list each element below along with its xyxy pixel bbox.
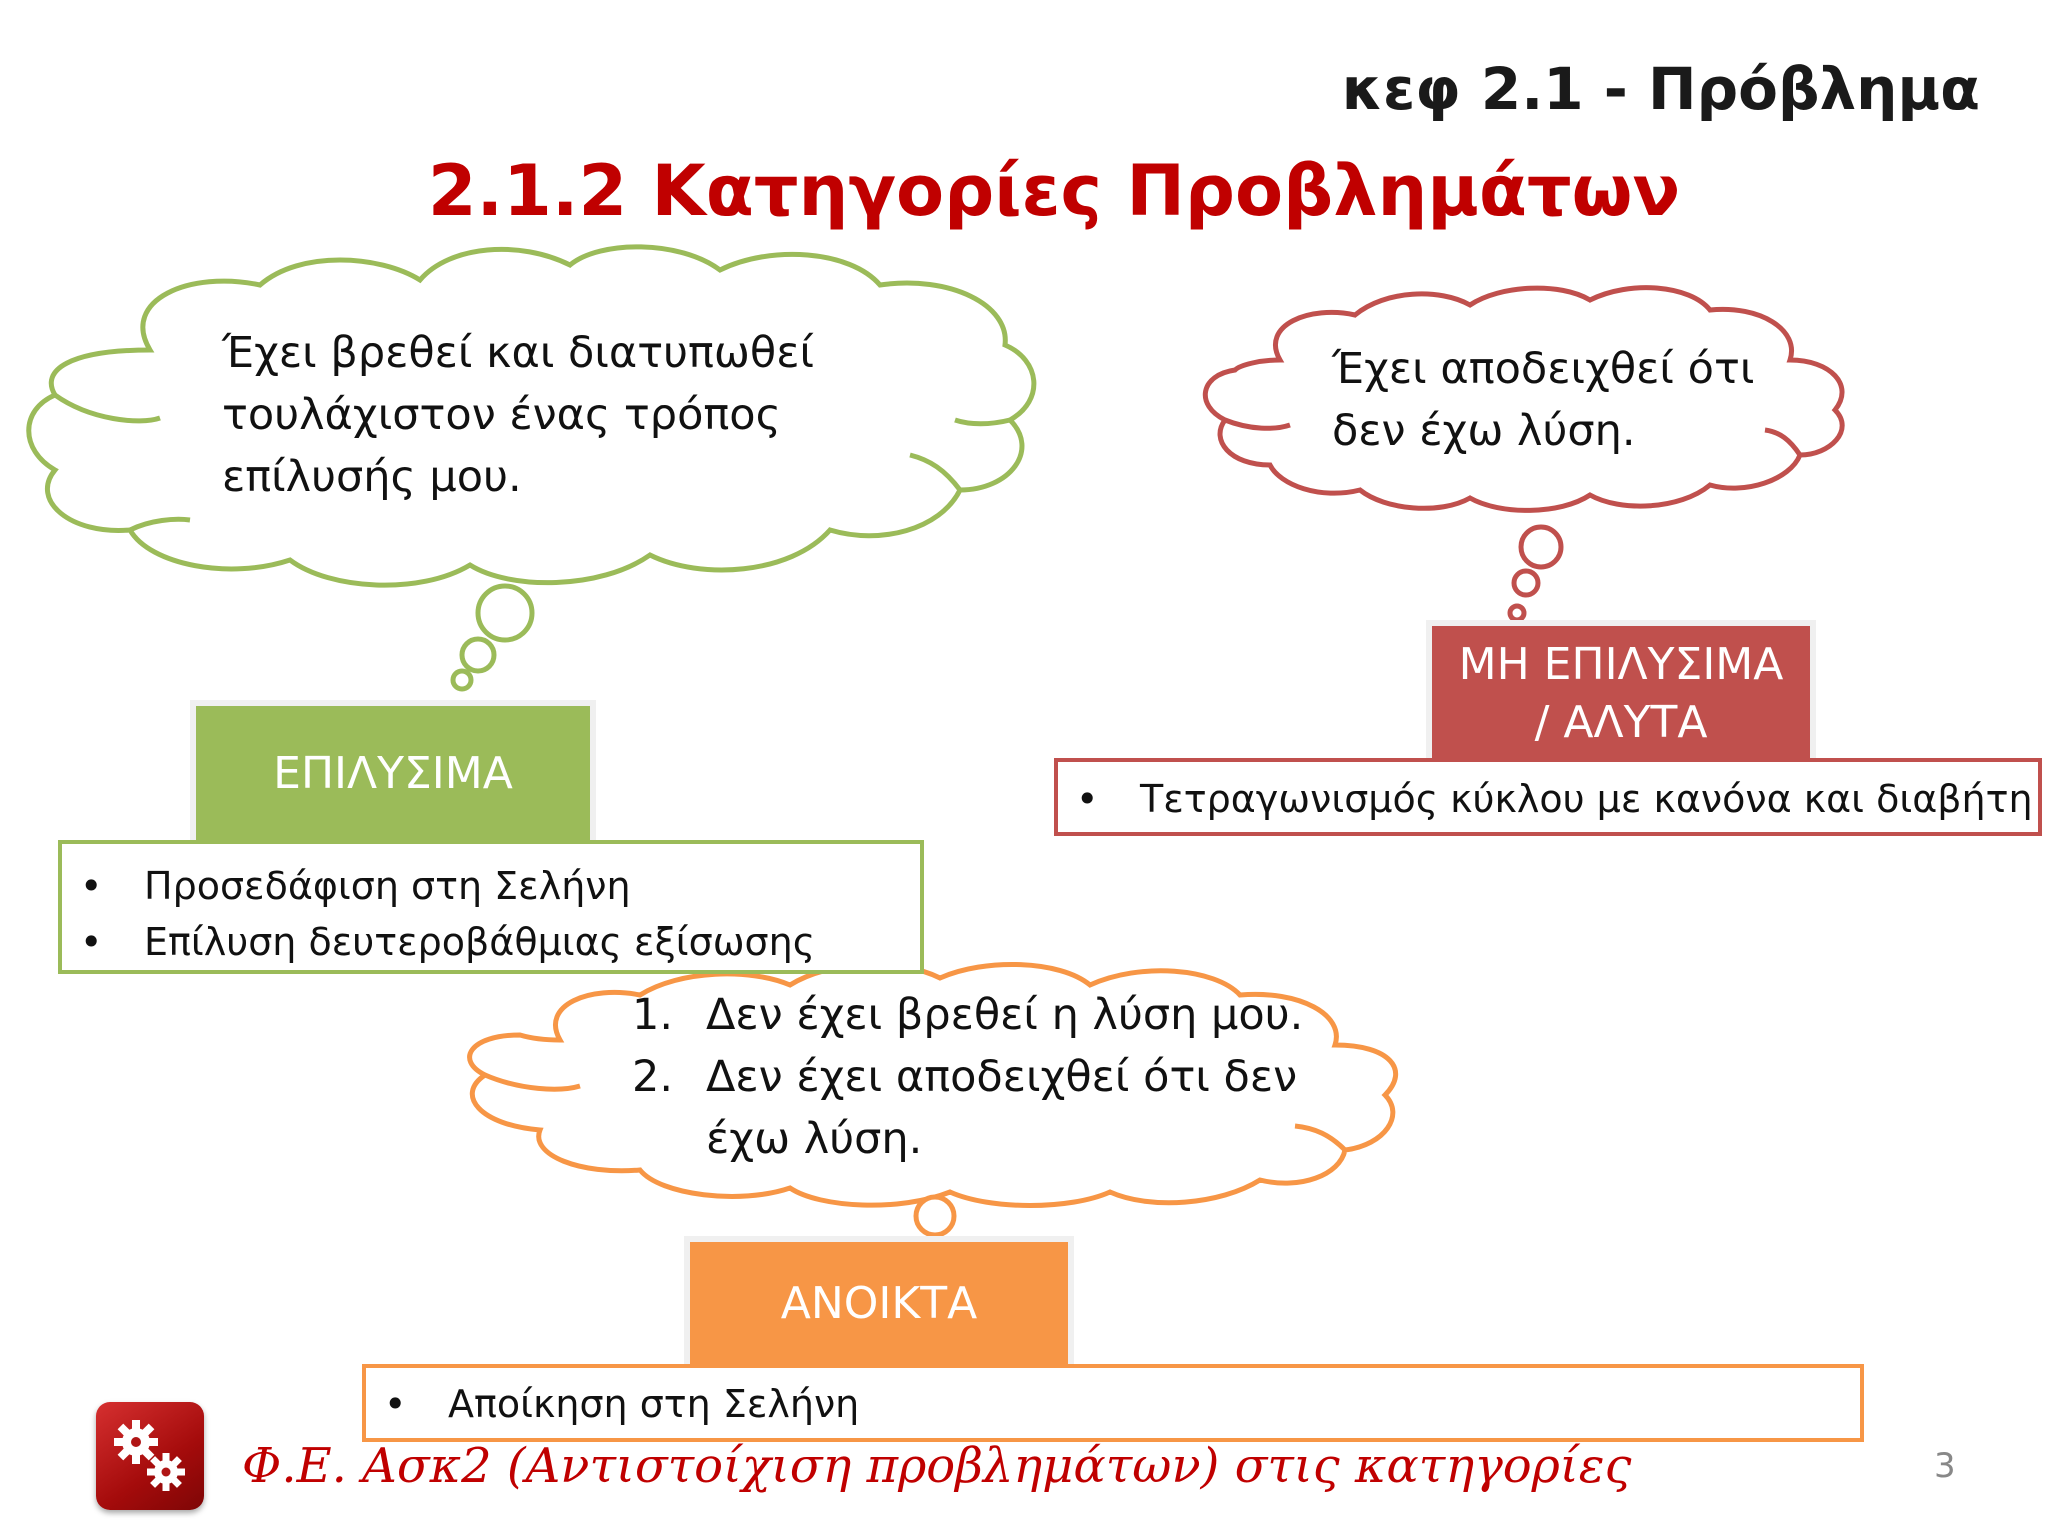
open-category-box: ΑΝΟΙΚΤΑ: [690, 1242, 1068, 1366]
item-number: 1.: [632, 990, 674, 1040]
example-item: Προσεδάφιση στη Σελήνη: [62, 858, 920, 914]
solvable-thought-cloud: [26, 244, 1037, 692]
item-number: 2.: [632, 1052, 674, 1102]
open-definition-line: έχω λύση.: [706, 1114, 923, 1164]
open-definition-line: Δεν έχει αποδειχθεί ότι δεν: [706, 1052, 1298, 1102]
unsolvable-definition-line: Έχει αποδειχθεί ότι: [1332, 344, 1755, 394]
solvable-category-box: ΕΠΙΛΥΣΙΜΑ: [196, 706, 590, 842]
unsolvable-examples-box: Τετραγωνισμός κύκλου με κανόνα και διαβή…: [1054, 758, 2042, 836]
solvable-category-label: ΕΠΙΛΥΣΙΜΑ: [273, 748, 513, 799]
solvable-definition-line: τουλάχιστον ένας τρόπος: [222, 390, 781, 440]
unsolvable-definition-line: δεν έχω λύση.: [1332, 406, 1636, 456]
solvable-definition-line: Έχει βρεθεί και διατυπωθεί: [222, 328, 815, 378]
slide-title: 2.1.2 Κατηγορίες Προβλημάτων: [427, 150, 1681, 232]
unsolvable-thought-cloud: [1202, 285, 1845, 623]
gears-icon: [96, 1402, 204, 1510]
solvable-definition-line: επίλυσής μου.: [222, 452, 522, 502]
example-item: Τετραγωνισμός κύκλου με κανόνα και διαβή…: [1058, 774, 2038, 824]
solvable-definition: Έχει βρεθεί και διατυπωθεί τουλάχιστον έ…: [222, 322, 814, 508]
chapter-heading: κεφ 2.1 - Πρόβλημα: [1341, 55, 1980, 123]
open-definition-line: Δεν έχει βρεθεί η λύση μου.: [706, 990, 1304, 1040]
open-definition: 1. Δεν έχει βρεθεί η λύση μου. 2. Δεν έχ…: [632, 984, 1303, 1170]
activity-reference: Φ.Ε. Ασκ2 (Αντιστοίχιση προβλημάτων) στι…: [242, 1438, 1632, 1494]
page-number: 3: [1934, 1446, 1956, 1486]
example-item: Επίλυση δευτεροβάθμιας εξίσωσης: [62, 914, 920, 970]
unsolvable-category-label: / ΑΛΥΤΑ: [1534, 697, 1708, 748]
unsolvable-definition: Έχει αποδειχθεί ότι δεν έχω λύση.: [1332, 338, 1754, 462]
open-definition-item: 2. Δεν έχει αποδειχθεί ότι δεν έχω λύση.: [632, 1046, 1303, 1170]
open-definition-item: 1. Δεν έχει βρεθεί η λύση μου.: [632, 984, 1303, 1046]
open-category-label: ΑΝΟΙΚΤΑ: [780, 1278, 978, 1329]
open-examples-box: Αποίκηση στη Σελήνη: [362, 1364, 1864, 1442]
solvable-examples-box: Προσεδάφιση στη Σελήνη Επίλυση δευτεροβά…: [58, 840, 924, 974]
unsolvable-category-box: ΜΗ ΕΠΙΛΥΣΙΜΑ / ΑΛΥΤΑ: [1432, 626, 1810, 762]
example-item: Αποίκηση στη Σελήνη: [366, 1378, 1860, 1430]
unsolvable-category-label: ΜΗ ΕΠΙΛΥΣΙΜΑ: [1458, 639, 1784, 690]
